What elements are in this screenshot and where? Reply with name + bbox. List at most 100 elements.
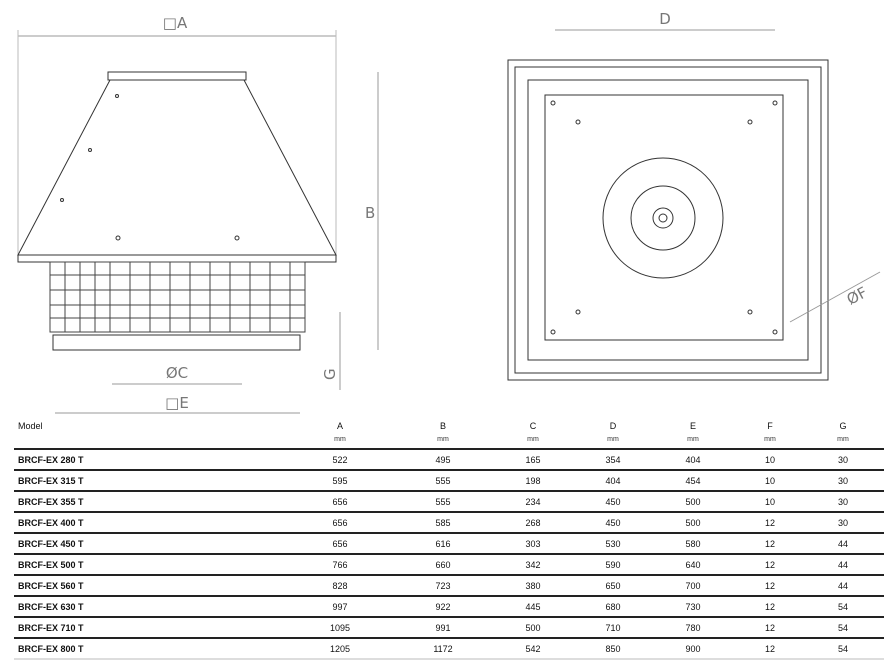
value-d: 680	[605, 602, 621, 612]
header-e: E	[689, 421, 697, 431]
value-c: 342	[525, 560, 541, 570]
value-b: 660	[435, 560, 451, 570]
value-a: 656	[332, 497, 348, 507]
value-a: 997	[332, 602, 348, 612]
value-d: 710	[605, 623, 621, 633]
value-d: 450	[605, 497, 621, 507]
value-b: 495	[435, 455, 451, 465]
value-a: 766	[332, 560, 348, 570]
value-f: 10	[764, 455, 776, 465]
value-b: 555	[435, 476, 451, 486]
table-row: BRCF-EX 630 T 997 922 445 680 730 12 54	[14, 597, 884, 618]
side-view: □A B ØC □E G	[17, 14, 379, 414]
value-b: 922	[435, 602, 451, 612]
value-g: 54	[837, 644, 849, 654]
value-c: 303	[525, 539, 541, 549]
header-f: F	[767, 421, 773, 431]
value-f: 12	[764, 560, 776, 570]
value-f: 12	[764, 644, 776, 654]
model-name: BRCF-EX 450 T	[18, 539, 84, 549]
value-b: 991	[435, 623, 451, 633]
value-e: 500	[685, 497, 701, 507]
value-d: 590	[605, 560, 621, 570]
value-c: 268	[525, 518, 541, 528]
value-c: 445	[525, 602, 541, 612]
value-e: 500	[685, 518, 701, 528]
value-f: 12	[764, 623, 776, 633]
dim-label-f: ØF	[844, 283, 870, 308]
header-d: D	[609, 421, 617, 431]
value-f: 12	[764, 581, 776, 591]
value-b: 585	[435, 518, 451, 528]
technical-drawing: □A B ØC □E G D	[17, 10, 881, 414]
value-d: 850	[605, 644, 621, 654]
value-b: 723	[435, 581, 451, 591]
value-e: 730	[685, 602, 701, 612]
value-c: 198	[525, 476, 541, 486]
value-b: 1172	[433, 644, 453, 654]
value-f: 10	[764, 497, 776, 507]
value-g: 54	[837, 602, 849, 612]
value-c: 234	[525, 497, 541, 507]
value-d: 530	[605, 539, 621, 549]
header-a: A	[336, 421, 344, 431]
value-a: 1095	[329, 623, 351, 633]
unit-label: mm	[527, 436, 539, 443]
dim-label-b: B	[365, 204, 375, 222]
model-name: BRCF-EX 800 T	[18, 644, 84, 654]
value-f: 12	[764, 539, 776, 549]
value-e: 640	[685, 560, 701, 570]
model-name: BRCF-EX 560 T	[18, 581, 84, 591]
top-view: D ØF	[507, 10, 881, 381]
model-name: BRCF-EX 280 T	[18, 455, 84, 465]
model-name: BRCF-EX 315 T	[18, 476, 84, 486]
value-c: 380	[525, 581, 541, 591]
model-name: BRCF-EX 630 T	[18, 602, 84, 612]
dim-label-c: ØC	[166, 364, 188, 382]
value-g: 30	[837, 455, 849, 465]
value-e: 404	[685, 455, 701, 465]
header-c: C	[529, 421, 537, 431]
value-a: 656	[332, 518, 348, 528]
unit-label: mm	[687, 436, 699, 443]
dim-label-e: □E	[165, 394, 189, 412]
unit-label: mm	[764, 436, 776, 443]
value-e: 900	[685, 644, 701, 654]
unit-label: mm	[837, 436, 849, 443]
model-name: BRCF-EX 500 T	[18, 560, 84, 570]
model-name: BRCF-EX 710 T	[18, 623, 84, 633]
unit-label: mm	[607, 436, 619, 443]
value-d: 650	[605, 581, 621, 591]
value-b: 616	[435, 539, 451, 549]
value-c: 500	[525, 623, 541, 633]
dim-label-d: D	[659, 10, 671, 28]
value-c: 542	[525, 644, 541, 654]
value-a: 656	[332, 539, 348, 549]
value-f: 12	[764, 602, 776, 612]
value-a: 522	[332, 455, 348, 465]
value-e: 580	[685, 539, 701, 549]
value-a: 828	[332, 581, 348, 591]
model-name: BRCF-EX 355 T	[18, 497, 84, 507]
value-f: 12	[764, 518, 776, 528]
value-g: 30	[837, 476, 849, 486]
header-model: Model	[18, 421, 43, 431]
value-e: 700	[685, 581, 701, 591]
value-g: 30	[837, 497, 849, 507]
value-g: 30	[837, 518, 849, 528]
header-b: B	[439, 421, 447, 431]
value-a: 595	[332, 476, 348, 486]
model-name: BRCF-EX 400 T	[18, 518, 84, 528]
